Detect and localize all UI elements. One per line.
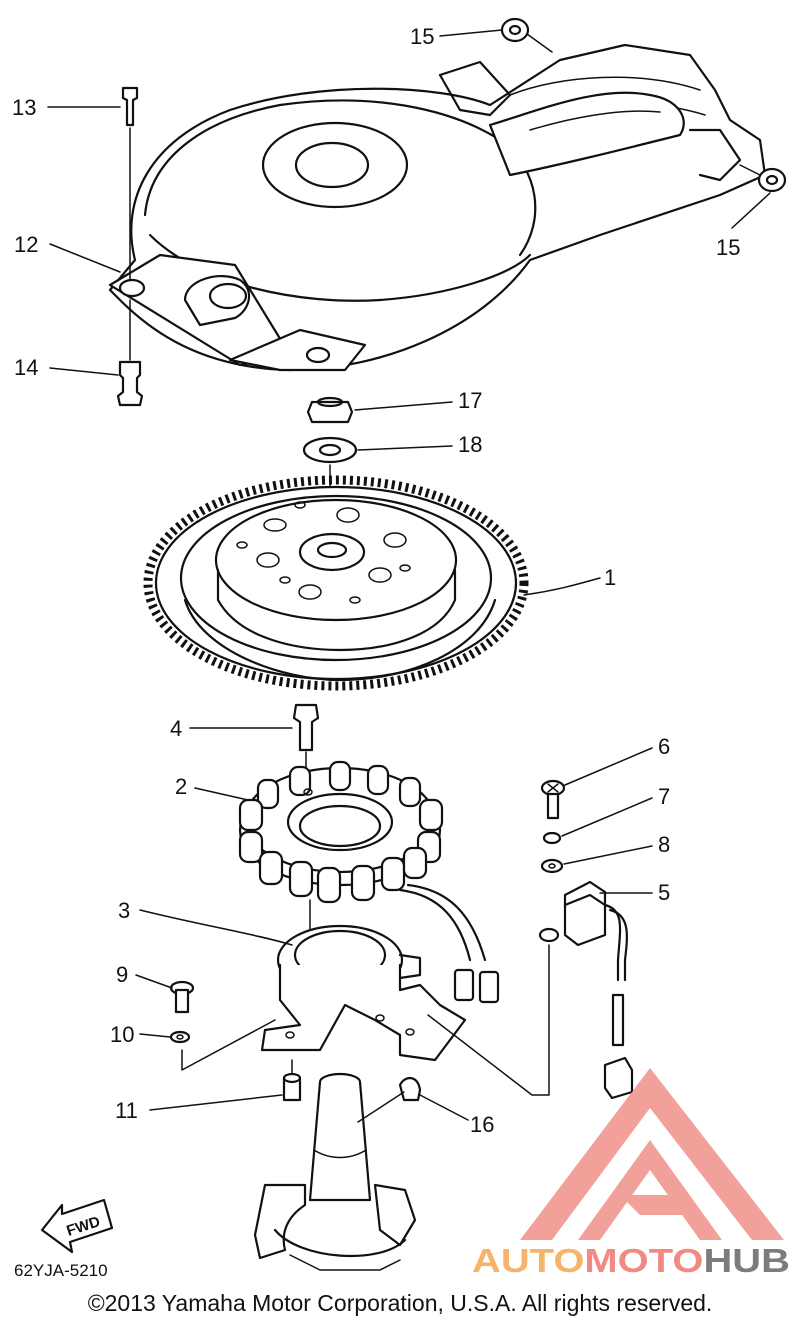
callout-18: 18 xyxy=(458,432,482,457)
callout-6: 6 xyxy=(658,734,670,759)
fwd-arrow: FWD xyxy=(40,1198,114,1254)
watermark-hub: HUB xyxy=(703,1242,790,1279)
grommet-right xyxy=(739,164,787,193)
callout-2: 2 xyxy=(175,774,187,799)
callout-15-top: 15 xyxy=(410,24,434,49)
callout-10: 10 xyxy=(110,1022,134,1047)
bolt-13 xyxy=(121,86,139,281)
callout-3: 3 xyxy=(118,898,130,923)
crankshaft xyxy=(253,1072,417,1271)
callout-14: 14 xyxy=(14,355,38,380)
callout-12: 12 xyxy=(14,232,38,257)
callout-11: 11 xyxy=(115,1098,138,1123)
flywheel-cover xyxy=(108,43,767,372)
washer-10 xyxy=(169,1030,191,1044)
callout-15-right: 15 xyxy=(716,235,740,260)
grommet-top xyxy=(500,17,553,53)
washer-18 xyxy=(302,436,358,464)
nut-17 xyxy=(306,396,354,424)
stator xyxy=(238,760,500,1004)
watermark-auto: AUTO xyxy=(472,1242,584,1279)
stator-base xyxy=(260,924,467,1062)
screw-6 xyxy=(540,779,566,820)
callout-9: 9 xyxy=(116,962,128,987)
watermark-triangle-logo xyxy=(520,1068,784,1240)
dowel-11 xyxy=(282,1059,302,1102)
callout-13: 13 xyxy=(12,95,36,120)
callout-17: 17 xyxy=(458,388,482,413)
washer-8 xyxy=(540,858,564,874)
callout-8: 8 xyxy=(658,832,670,857)
callout-1: 1 xyxy=(604,565,616,590)
callout-numbers: 15 13 12 15 14 17 18 1 4 2 6 7 8 5 3 9 1… xyxy=(12,24,740,1137)
callout-5: 5 xyxy=(658,880,670,905)
leader-lines xyxy=(47,29,771,1123)
callout-16: 16 xyxy=(470,1112,494,1137)
callout-4: 4 xyxy=(170,716,182,741)
callout-7: 7 xyxy=(658,784,670,809)
woodruff-key-16 xyxy=(398,1077,422,1102)
watermark-moto: MOTO xyxy=(584,1242,703,1279)
ignition-coil xyxy=(538,880,634,1100)
lock-washer-7 xyxy=(542,831,562,845)
copyright-notice: ©2013 Yamaha Motor Corporation, U.S.A. A… xyxy=(87,1290,713,1316)
grommet-14 xyxy=(116,299,144,407)
screw-9 xyxy=(169,980,195,1014)
reference-code: 62YJA-5210 xyxy=(14,1261,108,1280)
flywheel xyxy=(143,475,529,691)
